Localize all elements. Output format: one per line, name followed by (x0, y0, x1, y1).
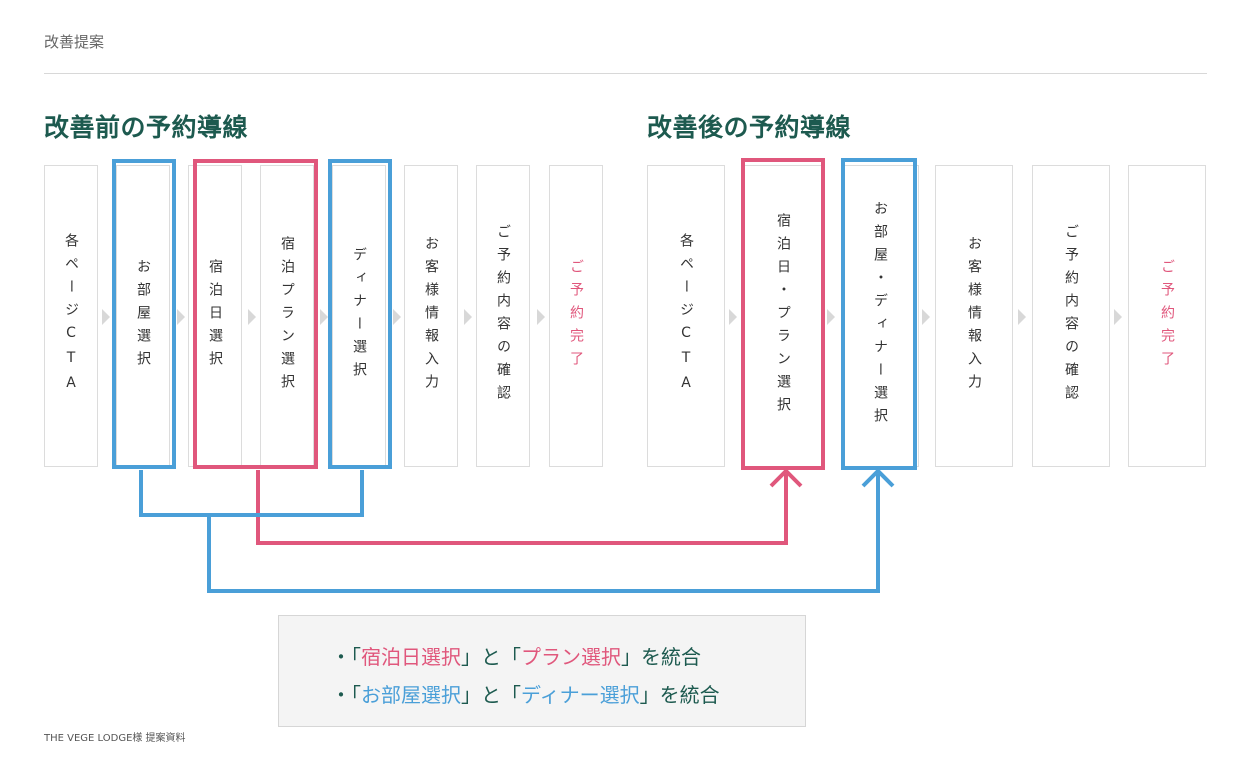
flow-arrow-icon (177, 309, 185, 325)
merged-item-b: プラン選択 (521, 645, 621, 669)
flow-arrow-icon (1114, 309, 1122, 325)
before-step-plan: 宿泊プラン選択 (260, 165, 314, 467)
pink-connector-line (256, 470, 788, 545)
before-step-guest-info: お客様情報入力 (404, 165, 458, 467)
step-label: お部屋・ディナー選択 (872, 201, 888, 431)
blue-connector-line (207, 474, 880, 593)
highlight-merged-room-dinner-frame (841, 158, 917, 470)
bracket-open: 「 (351, 683, 361, 707)
bullet: ・ (331, 683, 351, 707)
merged-item-b: ディナー選択 (521, 683, 640, 707)
step-label: ご予約完了 (1159, 258, 1175, 374)
step-label: お客様情報入力 (966, 235, 982, 397)
connector-text: 」と「 (461, 683, 521, 707)
highlight-date-plan-frame (193, 159, 318, 469)
after-step-guest-info: お客様情報入力 (935, 165, 1013, 467)
merge-text: 」を統合 (639, 683, 720, 707)
highlight-room-frame (112, 159, 176, 469)
step-label: お客様情報入力 (423, 235, 439, 397)
flow-arrow-icon (922, 309, 930, 325)
flow-arrow-icon (393, 309, 401, 325)
step-label: ディナー選択 (351, 247, 367, 385)
step-label: 宿泊プラン選択 (279, 235, 295, 397)
step-label: 宿泊日選択 (207, 258, 223, 374)
after-section-title: 改善後の予約導線 (647, 113, 852, 142)
pink-arrowhead-icon (769, 468, 803, 488)
step-label: 各ページCTA (63, 232, 79, 400)
summary-line-date-plan: ・「宿泊日選択」と「プラン選択」を統合 (331, 641, 701, 670)
flow-arrow-icon (537, 309, 545, 325)
before-step-dinner: ディナー選択 (332, 165, 386, 467)
flow-arrow-icon (827, 309, 835, 325)
merge-text: 」を統合 (621, 645, 701, 669)
after-step-cta: 各ページCTA (647, 165, 725, 467)
before-step-cta: 各ページCTA (44, 165, 98, 467)
flow-arrow-icon (1018, 309, 1026, 325)
highlight-merged-date-plan-frame (741, 158, 825, 470)
after-step-confirm: ご予約内容の確認 (1032, 165, 1110, 467)
after-step-complete: ご予約完了 (1128, 165, 1206, 467)
page-header-title: 改善提案 (44, 33, 105, 51)
after-step-room-dinner: お部屋・ディナー選択 (841, 165, 919, 467)
before-step-date: 宿泊日選択 (188, 165, 242, 467)
after-step-date-plan: 宿泊日・プラン選択 (744, 165, 822, 467)
summary-line-room-dinner: ・「お部屋選択」と「ディナー選択」を統合 (331, 679, 720, 708)
flow-arrow-icon (464, 309, 472, 325)
merged-item-a: お部屋選択 (361, 683, 461, 707)
before-step-room: お部屋選択 (116, 165, 170, 467)
blue-arrowhead-icon (861, 468, 895, 488)
footer-text: THE VEGE LODGE様 提案資料 (44, 733, 186, 744)
step-label: 各ページCTA (678, 232, 694, 400)
step-label: ご予約内容の確認 (495, 224, 511, 408)
step-label: ご予約内容の確認 (1063, 224, 1079, 408)
step-label: 宿泊日・プラン選択 (775, 212, 791, 420)
flow-arrow-icon (248, 309, 256, 325)
before-step-confirm: ご予約内容の確認 (476, 165, 530, 467)
before-section-title: 改善前の予約導線 (44, 113, 249, 142)
merged-item-a: 宿泊日選択 (361, 645, 461, 669)
bullet: ・ (331, 645, 351, 669)
flow-arrow-icon (102, 309, 110, 325)
connector-text: 」と「 (461, 645, 521, 669)
header-divider (44, 73, 1207, 74)
flow-arrow-icon (729, 309, 737, 325)
before-step-complete: ご予約完了 (549, 165, 603, 467)
blue-bracket-line (139, 470, 364, 517)
bracket-open: 「 (351, 645, 361, 669)
summary-box: ・「宿泊日選択」と「プラン選択」を統合 ・「お部屋選択」と「ディナー選択」を統合 (278, 615, 806, 727)
step-label: ご予約完了 (568, 258, 584, 374)
flow-arrow-icon (320, 309, 328, 325)
step-label: お部屋選択 (135, 258, 151, 374)
highlight-dinner-frame (328, 159, 392, 469)
